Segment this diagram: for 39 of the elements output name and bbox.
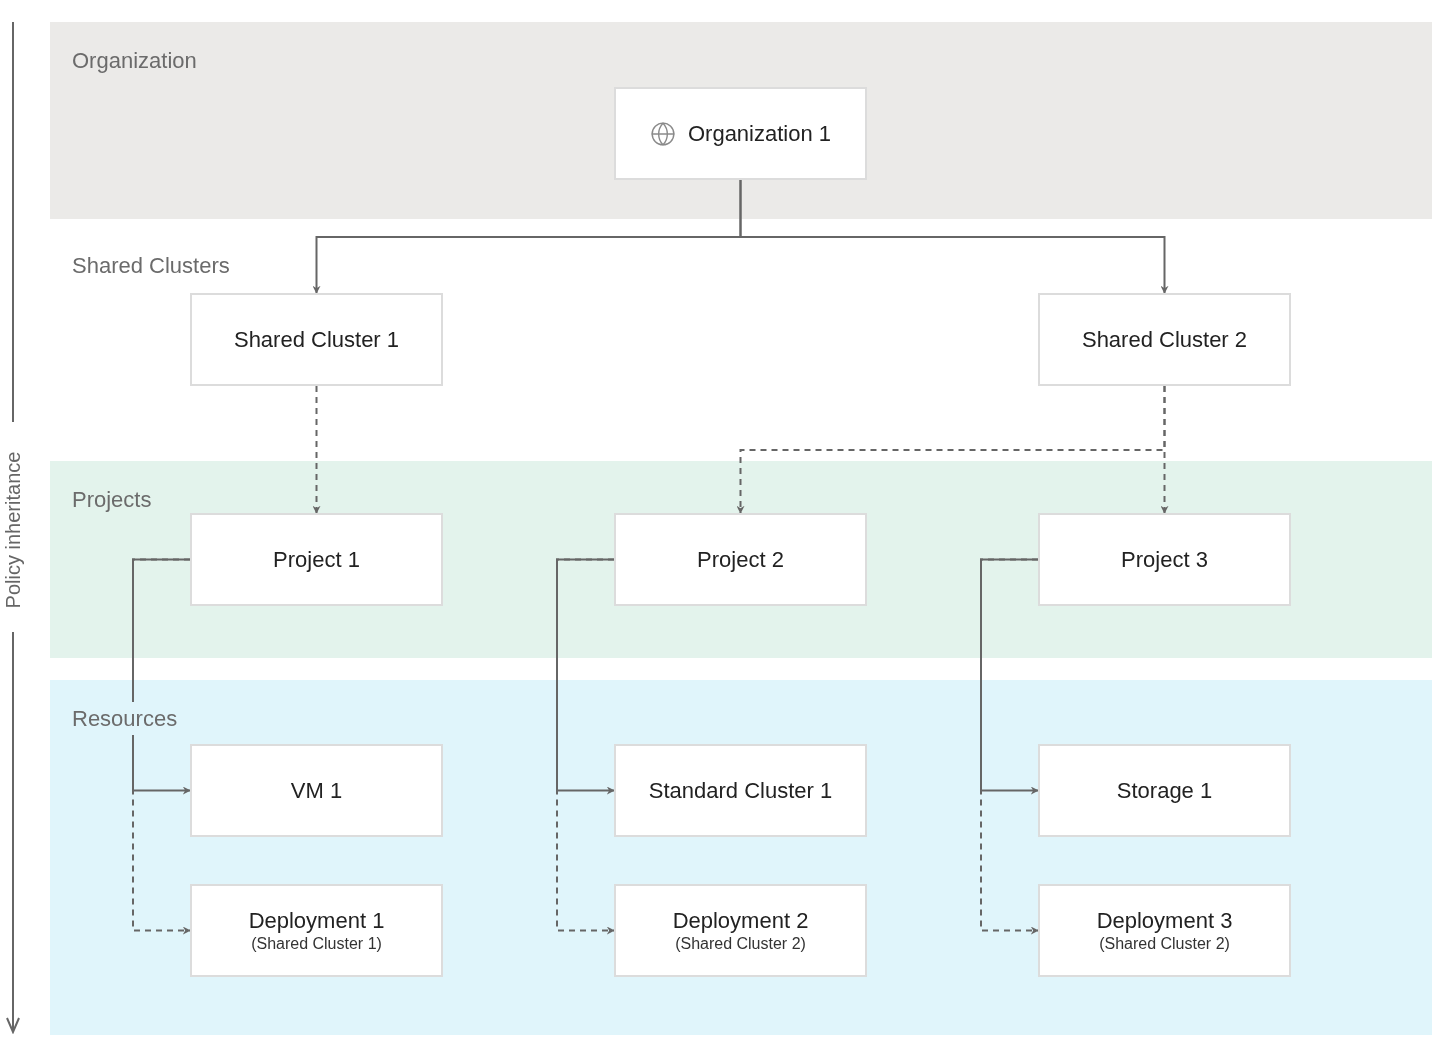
connector-arrow (1160, 385, 1169, 514)
box-title: Project 1 (273, 545, 360, 574)
box-title: Shared Cluster 2 (1081, 325, 1248, 354)
box-title: Deployment 1 (248, 906, 385, 935)
entity-box (190, 293, 443, 386)
entity-box (614, 513, 867, 606)
connector-arrow (312, 385, 321, 514)
entity-box (1038, 884, 1291, 977)
layer-heading: Shared Clusters (72, 252, 230, 280)
entity-box (614, 884, 867, 977)
box-subtitle: (Shared Cluster 2) (675, 934, 806, 955)
box-title: Organization 1 (687, 119, 832, 148)
box-title: Deployment 3 (1096, 906, 1233, 935)
box-title: Deployment 2 (672, 906, 809, 935)
layer-band (50, 461, 1432, 658)
entity-box (1038, 513, 1291, 606)
box-subtitle: (Shared Cluster 1) (251, 934, 382, 955)
box-title: Project 2 (697, 545, 784, 574)
entity-box (190, 744, 443, 837)
entity-box (1038, 744, 1291, 837)
box-title: Shared Cluster 1 (233, 325, 400, 354)
box-subtitle: (Shared Cluster 2) (1099, 934, 1230, 955)
box-title: VM 1 (290, 776, 343, 805)
box-title: Standard Cluster 1 (648, 776, 833, 805)
connector-arrow (980, 558, 1039, 795)
layer-heading: Resources (72, 702, 178, 735)
entity-box (614, 87, 867, 180)
axis-label: Policy inheritance (1, 451, 25, 609)
connector-arrow (556, 558, 615, 795)
connector-arrow (739, 179, 1169, 294)
box-title: Project 3 (1121, 545, 1208, 574)
connector-arrow (132, 558, 191, 795)
entity-box (1038, 293, 1291, 386)
entity-box (190, 513, 443, 606)
entity-box (614, 744, 867, 837)
layer-band (50, 22, 1432, 219)
layer-band (50, 680, 1432, 1035)
entity-box (190, 884, 443, 977)
box-title: Storage 1 (1116, 776, 1213, 805)
